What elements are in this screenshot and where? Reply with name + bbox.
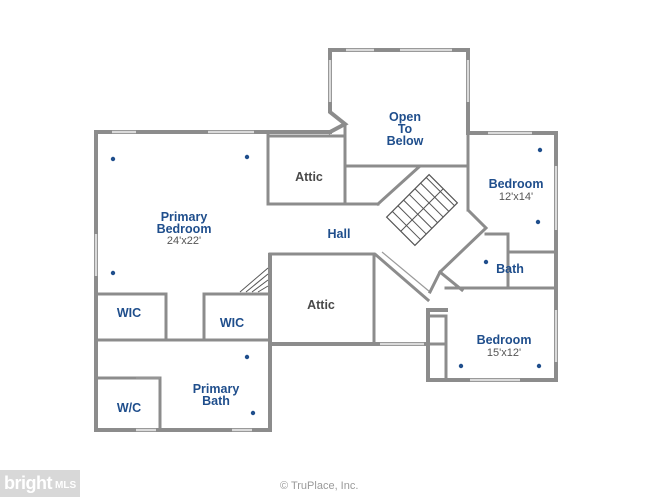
wall-bath-diagonal bbox=[437, 269, 465, 293]
label-bedroom-bottom: Bedroom bbox=[477, 333, 532, 347]
wall-bedroom-top-bottom bbox=[484, 232, 558, 254]
wall-hall-diagonal-inner bbox=[381, 251, 431, 293]
bright-mls-logo: bright MLS bbox=[0, 470, 80, 497]
label-wic-left: WIC bbox=[117, 306, 141, 320]
label-wic-right: WIC bbox=[220, 316, 244, 330]
label-hall: Hall bbox=[328, 227, 351, 241]
label-open-to-below-1: Open bbox=[389, 110, 421, 124]
label-primary-bedroom-dim: 24'x22' bbox=[167, 235, 201, 247]
wall-hall-diagonal bbox=[373, 252, 431, 303]
label-attic-top: Attic bbox=[295, 170, 323, 184]
label-bedroom-bottom-dim: 15'x12' bbox=[487, 347, 521, 359]
label-attic-bottom: Attic bbox=[307, 298, 335, 312]
label-wc: W/C bbox=[117, 401, 141, 415]
windows bbox=[94, 48, 558, 432]
copyright-text: © TruPlace, Inc. bbox=[280, 480, 359, 492]
outer-wall-open-to-below bbox=[327, 48, 558, 296]
logo-word: bright bbox=[4, 473, 53, 493]
label-primary-bedroom-1: Primary bbox=[161, 210, 208, 224]
label-primary-bath-1: Primary bbox=[193, 382, 240, 396]
label-bath: Bath bbox=[496, 262, 524, 276]
label-primary-bath-2: Bath bbox=[202, 394, 230, 408]
label-bedroom-top-dim: 12'x14' bbox=[499, 191, 533, 203]
corner-stair bbox=[239, 267, 269, 293]
wall-wic-right bbox=[202, 292, 270, 342]
wall-wic-left bbox=[94, 292, 168, 342]
label-open-to-below-3: Below bbox=[387, 134, 424, 148]
outer-wall-left-wing bbox=[94, 130, 332, 432]
wall-bedroom-bottom-closet bbox=[426, 314, 448, 382]
label-bedroom-top: Bedroom bbox=[489, 177, 544, 191]
label-open-to-below-2: To bbox=[398, 122, 413, 136]
label-primary-bedroom-2: Bedroom bbox=[157, 222, 212, 236]
ceiling-lights bbox=[110, 147, 543, 416]
main-staircase bbox=[385, 173, 459, 247]
logo-suffix: MLS bbox=[55, 480, 77, 491]
